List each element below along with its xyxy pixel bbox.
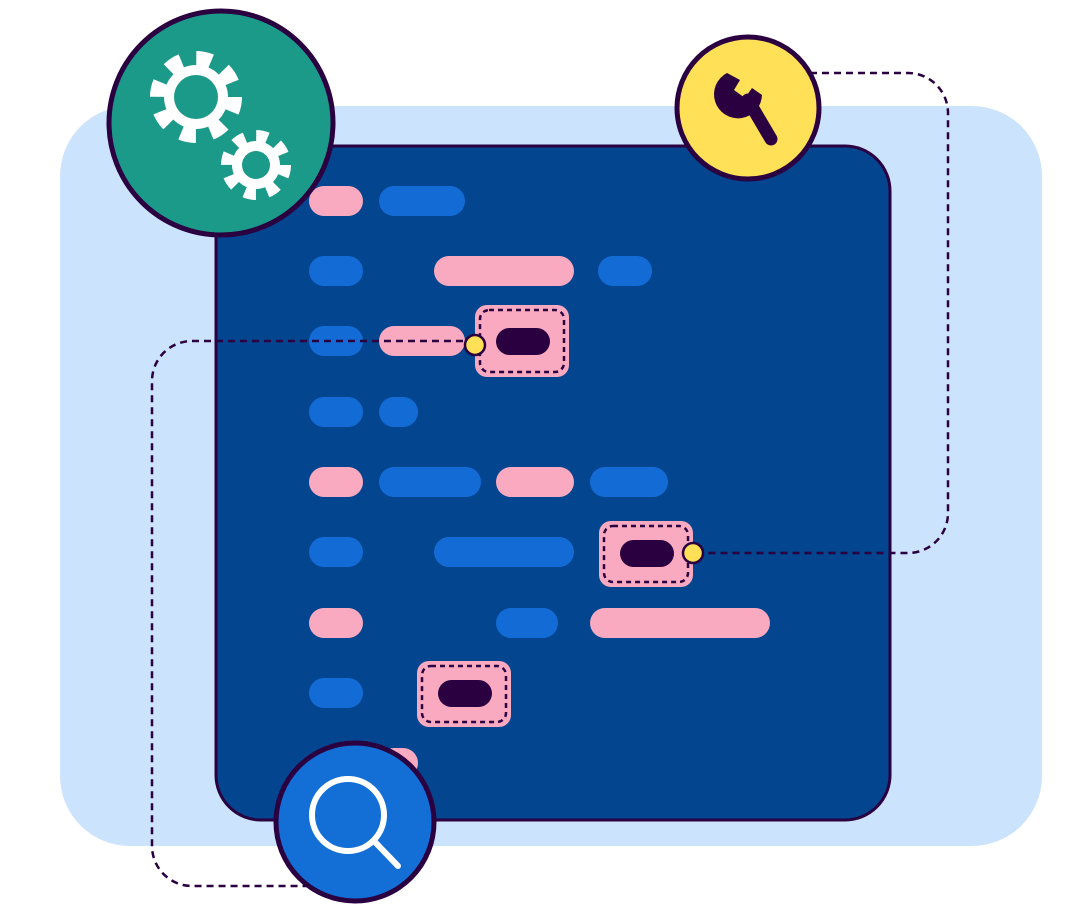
- code-token: [309, 678, 363, 708]
- code-token: [309, 608, 363, 638]
- search-icon: [309, 776, 401, 869]
- code-token: [590, 608, 770, 638]
- code-token: [309, 256, 363, 286]
- code-token: [309, 186, 363, 216]
- wrench-icon: [714, 73, 778, 146]
- code-token: [496, 467, 574, 497]
- code-token: [309, 467, 363, 497]
- gear-badge: [106, 8, 336, 238]
- connector-dot: [681, 541, 705, 565]
- code-token: [598, 256, 652, 286]
- connector-line-left: [150, 339, 475, 888]
- search-badge: [273, 740, 437, 904]
- connector-line-right: [693, 71, 950, 555]
- code-token: [590, 467, 668, 497]
- code-token: [496, 608, 558, 638]
- wrench-badge: [674, 34, 822, 182]
- gear-icon: [150, 51, 291, 200]
- code-token: [379, 397, 418, 427]
- code-token: [379, 186, 465, 216]
- code-token: [434, 537, 574, 567]
- connector-dot: [463, 333, 487, 357]
- code-token: [434, 256, 574, 286]
- code-token: [309, 397, 363, 427]
- code-token: [309, 537, 363, 567]
- highlighted-tokens: [417, 305, 693, 727]
- highlight-box: [417, 661, 511, 727]
- highlight-box: [599, 521, 693, 587]
- code-token: [379, 467, 481, 497]
- highlight-box: [475, 305, 569, 377]
